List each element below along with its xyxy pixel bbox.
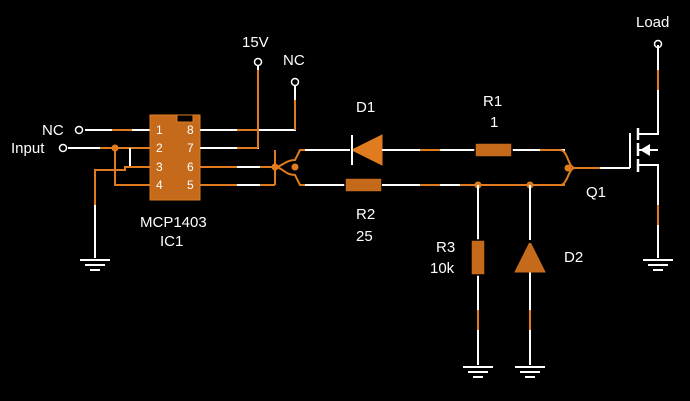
resistor-r3-icon bbox=[470, 239, 486, 276]
mosfet-q1-icon bbox=[629, 45, 659, 258]
r3-name-label: R3 bbox=[436, 239, 455, 256]
ic1-chip bbox=[149, 114, 201, 201]
supply-terminal bbox=[253, 57, 263, 67]
load-label: Load bbox=[636, 14, 669, 31]
load-terminal bbox=[653, 39, 663, 49]
pin-5-label: 5 bbox=[187, 178, 194, 192]
r2-name-label: R2 bbox=[356, 206, 375, 223]
ground-left-icon bbox=[80, 259, 110, 271]
diode-d1-icon bbox=[350, 134, 383, 166]
r3-value-label: 10k bbox=[430, 260, 455, 277]
pin-8-label: 8 bbox=[187, 123, 194, 137]
pin-2-label: 2 bbox=[156, 141, 163, 155]
nc-top-label: NC bbox=[283, 52, 305, 69]
junction-dot bbox=[111, 144, 119, 152]
r1-value-label: 1 bbox=[490, 114, 498, 131]
input-wires bbox=[68, 129, 150, 258]
r1-name-label: R1 bbox=[483, 93, 502, 110]
pin-7-label: 7 bbox=[187, 141, 194, 155]
pin-6-label: 6 bbox=[187, 160, 194, 174]
pin-1-label: 1 bbox=[156, 123, 163, 137]
nc-top-terminal bbox=[290, 77, 300, 87]
input-label: Input bbox=[11, 140, 45, 157]
ic-ref-label: IC1 bbox=[160, 233, 183, 250]
r2-value-label: 25 bbox=[356, 228, 373, 245]
junction-dot bbox=[564, 164, 572, 172]
d2-label: D2 bbox=[564, 249, 583, 266]
q1-label: Q1 bbox=[586, 184, 606, 201]
input-terminal bbox=[58, 143, 68, 153]
supply-label: 15V bbox=[242, 34, 269, 51]
zener-diode-d2-icon bbox=[511, 237, 549, 273]
nc-left-label: NC bbox=[42, 122, 64, 139]
junction-dot bbox=[271, 163, 279, 171]
ground-r3-icon bbox=[463, 366, 493, 378]
ic-right-wires bbox=[200, 65, 296, 186]
d1-label: D1 bbox=[356, 99, 375, 116]
ground-d2-icon bbox=[515, 366, 545, 378]
ic-part-label: MCP1403 bbox=[140, 214, 207, 231]
output-node-wires bbox=[274, 149, 350, 186]
ground-q1-icon bbox=[643, 259, 673, 271]
resistor-r1-icon bbox=[474, 142, 513, 158]
resistor-r2-icon bbox=[344, 177, 383, 193]
pin-3-label: 3 bbox=[156, 160, 163, 174]
junction-dot bbox=[291, 163, 299, 171]
nc-terminal bbox=[74, 125, 84, 135]
pin-4-label: 4 bbox=[156, 178, 163, 192]
